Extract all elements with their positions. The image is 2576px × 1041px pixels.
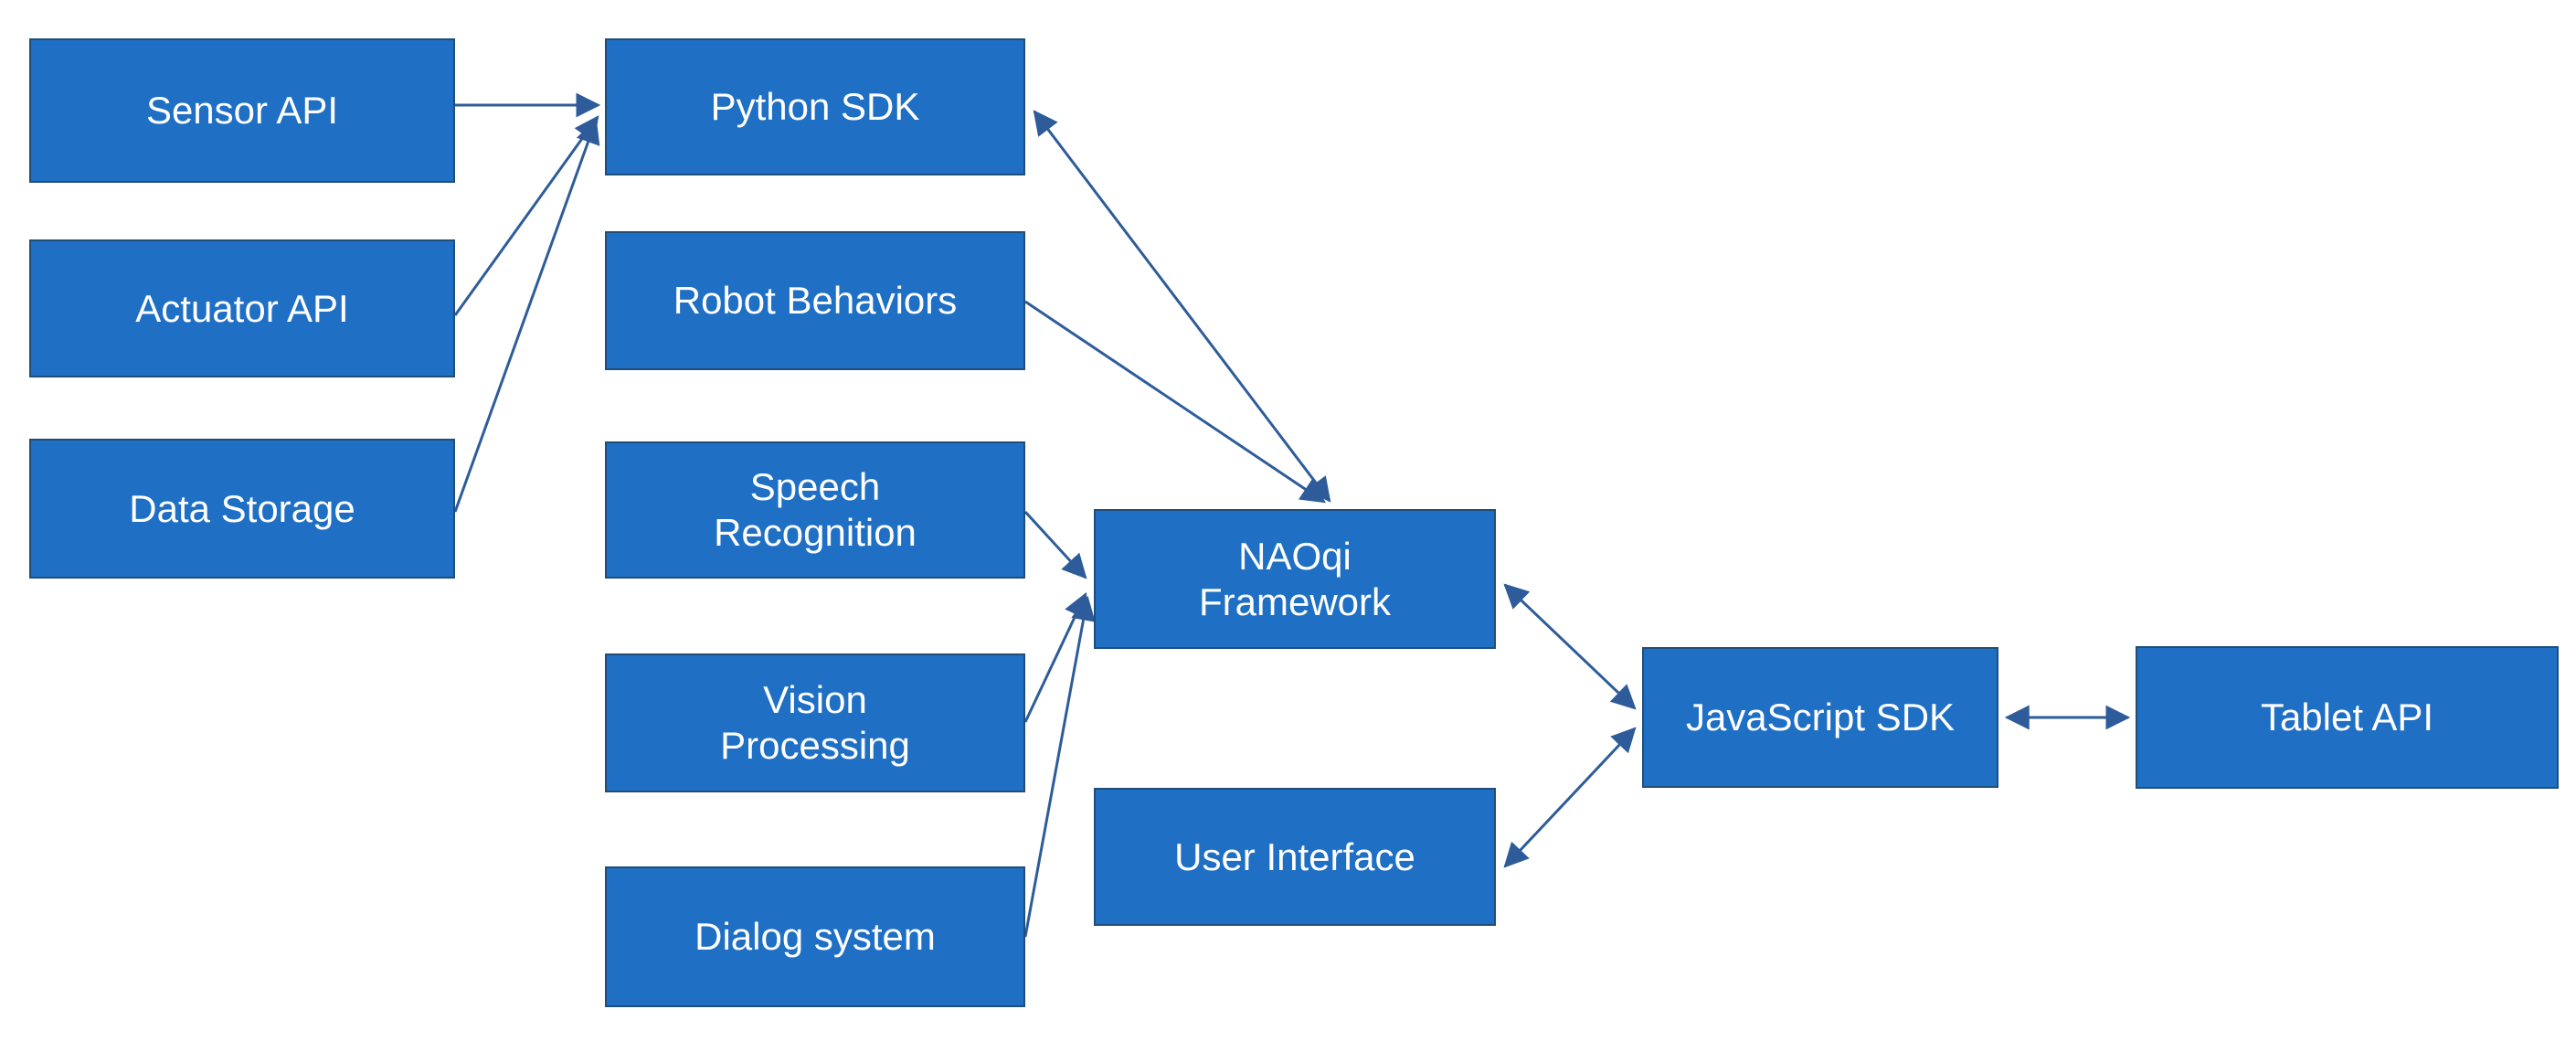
node-robot-behaviors[interactable]: Robot Behaviors [605, 231, 1025, 370]
edge-python-sdk-to-naoqi-framework [1033, 110, 1331, 503]
node-tablet-api[interactable]: Tablet API [2136, 646, 2559, 789]
node-vision-processing[interactable]: Vision Processing [605, 653, 1025, 792]
node-speech-recognition-label: Speech Recognition [714, 465, 917, 554]
node-python-sdk-label: Python SDK [710, 85, 920, 129]
edge-naoqi-framework-to-javascript-sdk [1503, 583, 1637, 710]
node-user-interface-label: User Interface [1174, 834, 1415, 878]
node-python-sdk[interactable]: Python SDK [605, 38, 1025, 175]
node-javascript-sdk-label: JavaScript SDK [1685, 696, 1956, 739]
edge-vision-processing-to-naoqi-framework [1023, 591, 1087, 723]
node-naoqi-framework[interactable]: NAOqi Framework [1094, 509, 1496, 649]
edge-user-interface-to-javascript-sdk [1503, 727, 1637, 868]
node-data-storage[interactable]: Data Storage [29, 439, 455, 579]
edge-actuator-api-to-python-sdk [453, 115, 599, 316]
node-dialog-system-label: Dialog system [694, 915, 936, 959]
edge-dialog-system-to-naoqi-framework [1023, 595, 1096, 938]
node-actuator-api-label: Actuator API [135, 286, 349, 330]
node-robot-behaviors-label: Robot Behaviors [673, 279, 958, 323]
node-sensor-api-label: Sensor API [145, 89, 339, 133]
node-speech-recognition[interactable]: Speech Recognition [605, 441, 1025, 579]
node-actuator-api[interactable]: Actuator API [29, 239, 455, 377]
node-javascript-sdk[interactable]: JavaScript SDK [1642, 647, 1998, 788]
edge-data-storage-to-python-sdk [453, 118, 600, 513]
node-sensor-api[interactable]: Sensor API [29, 38, 455, 183]
node-vision-processing-label: Vision Processing [720, 678, 910, 767]
edge-robot-behaviors-to-naoqi-framework [1024, 300, 1326, 504]
node-tablet-api-label: Tablet API [2260, 696, 2434, 739]
edge-speech-recognition-to-naoqi-framework [1023, 510, 1087, 579]
node-user-interface[interactable]: User Interface [1094, 788, 1496, 926]
node-dialog-system[interactable]: Dialog system [605, 866, 1025, 1007]
node-naoqi-framework-label: NAOqi Framework [1198, 534, 1392, 623]
node-data-storage-label: Data Storage [129, 486, 355, 530]
